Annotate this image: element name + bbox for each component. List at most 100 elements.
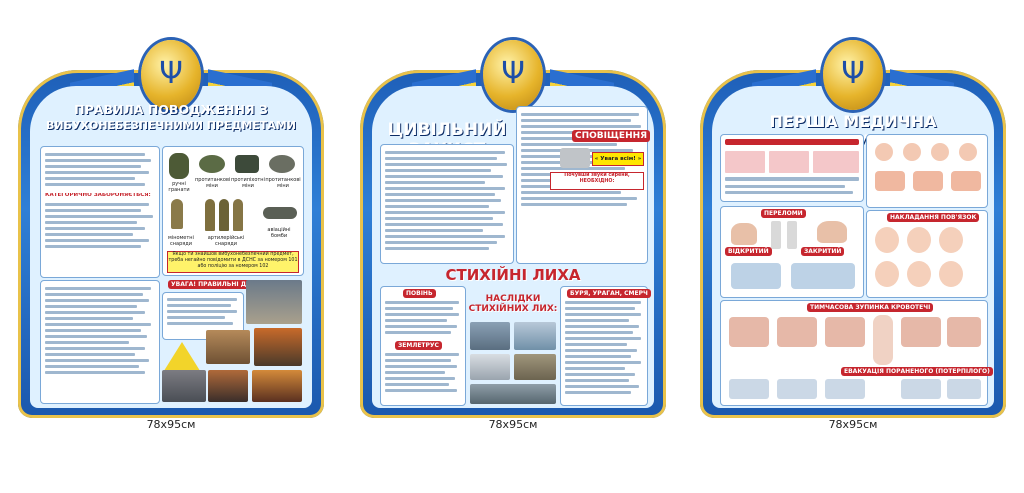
forbidden-header: КАТЕГОРИЧНО ЗАБОРОНЯЄТЬСЯ: bbox=[45, 193, 151, 198]
text-line bbox=[385, 331, 451, 334]
text-line bbox=[385, 193, 495, 196]
splint-image bbox=[731, 263, 781, 289]
text-line bbox=[45, 171, 149, 174]
text-line bbox=[45, 209, 141, 212]
text-line bbox=[45, 317, 133, 320]
table-cell bbox=[725, 151, 765, 173]
text-line bbox=[521, 167, 625, 170]
text-line bbox=[167, 304, 231, 307]
text-line bbox=[45, 245, 141, 248]
face-image bbox=[931, 143, 949, 161]
munitions-panel: ручні гранати протитанкові міни протипіх… bbox=[162, 146, 304, 276]
terminal-states-block bbox=[866, 134, 988, 208]
text-line bbox=[167, 316, 225, 319]
text-line bbox=[565, 343, 627, 346]
stand-title-line2: ВИБУХОНЕБЕЗПЕЧНИМИ ПРЕДМЕТАМИ bbox=[46, 119, 296, 132]
trident-icon: Ψ bbox=[841, 56, 865, 91]
section-header: ЗАКРИТИЙ bbox=[801, 247, 845, 256]
item-label: авіаційні бомби bbox=[267, 227, 291, 239]
text-line bbox=[385, 325, 457, 328]
text-line bbox=[45, 359, 149, 362]
text-line bbox=[167, 310, 237, 313]
evacuation-image bbox=[825, 379, 865, 399]
text-line bbox=[167, 298, 237, 301]
text-line bbox=[725, 191, 853, 194]
consequences-title: НАСЛІДКИ СТИХІЙНИХ ЛИХ: bbox=[468, 294, 558, 314]
text-line bbox=[521, 191, 621, 194]
text-line bbox=[565, 373, 635, 376]
coat-of-arms: Ψ bbox=[483, 40, 543, 110]
text-line bbox=[385, 365, 457, 368]
mine-image bbox=[235, 155, 259, 173]
text-line bbox=[385, 223, 503, 226]
text-line bbox=[565, 319, 629, 322]
text-line bbox=[385, 157, 497, 160]
text-line bbox=[725, 185, 845, 188]
report-notice: Якщо ти знайшов вибухонебезпечний предме… bbox=[167, 251, 299, 273]
text-line bbox=[521, 203, 627, 206]
text-line bbox=[385, 229, 483, 232]
text-line bbox=[45, 305, 137, 308]
face-image bbox=[959, 143, 977, 161]
text-line bbox=[565, 391, 631, 394]
bandage-image bbox=[907, 261, 931, 287]
text-line bbox=[45, 353, 135, 356]
fire-photo bbox=[208, 370, 248, 402]
text-line bbox=[45, 153, 145, 156]
text-line bbox=[521, 119, 631, 122]
text-line bbox=[385, 301, 459, 304]
siren-instruction: Почувши звуки сирени, НЕОБХІДНО: bbox=[550, 172, 644, 190]
bandage-image bbox=[939, 261, 963, 287]
stand-explosives: Ψ ПРАВИЛА ПОВОДЖЕННЯ З ВИБУХОНЕБЕЗПЕЧНИМ… bbox=[18, 40, 324, 418]
disasters-title: СТИХІЙНІ ЛИХА bbox=[445, 266, 581, 284]
text-line bbox=[565, 361, 641, 364]
text-line bbox=[45, 293, 143, 296]
text-line bbox=[385, 163, 507, 166]
text-line bbox=[45, 365, 139, 368]
item-label: протипіхотні міни bbox=[231, 177, 265, 189]
text-line bbox=[565, 355, 631, 358]
stand-title-line1: ПРАВИЛА ПОВОДЖЕННЯ З bbox=[74, 102, 268, 117]
text-line bbox=[45, 165, 141, 168]
shell-image bbox=[233, 199, 243, 231]
arm-image bbox=[731, 223, 757, 245]
face-image bbox=[903, 143, 921, 161]
text-line bbox=[385, 383, 449, 386]
disaster-photo bbox=[470, 354, 510, 380]
text-line bbox=[45, 239, 149, 242]
bandages-block: НАКЛАДАННЯ ПОВ'ЯЗОК bbox=[866, 210, 988, 298]
ruins-photo bbox=[162, 370, 206, 402]
section-header: ВІДКРИТИЙ bbox=[725, 247, 772, 256]
bandage-image bbox=[907, 227, 931, 253]
text-line bbox=[385, 353, 459, 356]
text-line bbox=[565, 331, 633, 334]
text-line bbox=[45, 323, 151, 326]
text-line bbox=[45, 215, 153, 218]
bandage-image bbox=[875, 261, 899, 287]
shell-image bbox=[219, 199, 229, 231]
flood-header: ПОВІНЬ bbox=[403, 289, 436, 298]
bone-image bbox=[771, 221, 781, 249]
first-aid-table bbox=[720, 134, 864, 202]
mortar-image bbox=[171, 199, 183, 229]
size-label: 78x95см bbox=[488, 418, 538, 431]
text-line bbox=[385, 307, 453, 310]
storm-block: БУРЯ, УРАГАН, СМЕРЧ bbox=[560, 286, 651, 406]
accident-block-left bbox=[380, 144, 514, 264]
text-line bbox=[385, 313, 459, 316]
trident-icon: Ψ bbox=[159, 56, 183, 91]
aid-image bbox=[729, 317, 769, 347]
text-line bbox=[385, 199, 501, 202]
grenade-image bbox=[169, 153, 189, 179]
earthquake-header: ЗЕМЛЕТРУС bbox=[395, 341, 442, 350]
text-line bbox=[45, 177, 135, 180]
text-line bbox=[45, 341, 129, 344]
text-line bbox=[385, 235, 505, 238]
text-line bbox=[45, 311, 145, 314]
text-line bbox=[521, 113, 639, 116]
section-header: НАКЛАДАННЯ ПОВ'ЯЗОК bbox=[887, 213, 980, 222]
text-line bbox=[521, 197, 637, 200]
text-line bbox=[725, 177, 859, 181]
storm-header: БУРЯ, УРАГАН, СМЕРЧ bbox=[567, 289, 651, 298]
text-line bbox=[385, 389, 457, 392]
